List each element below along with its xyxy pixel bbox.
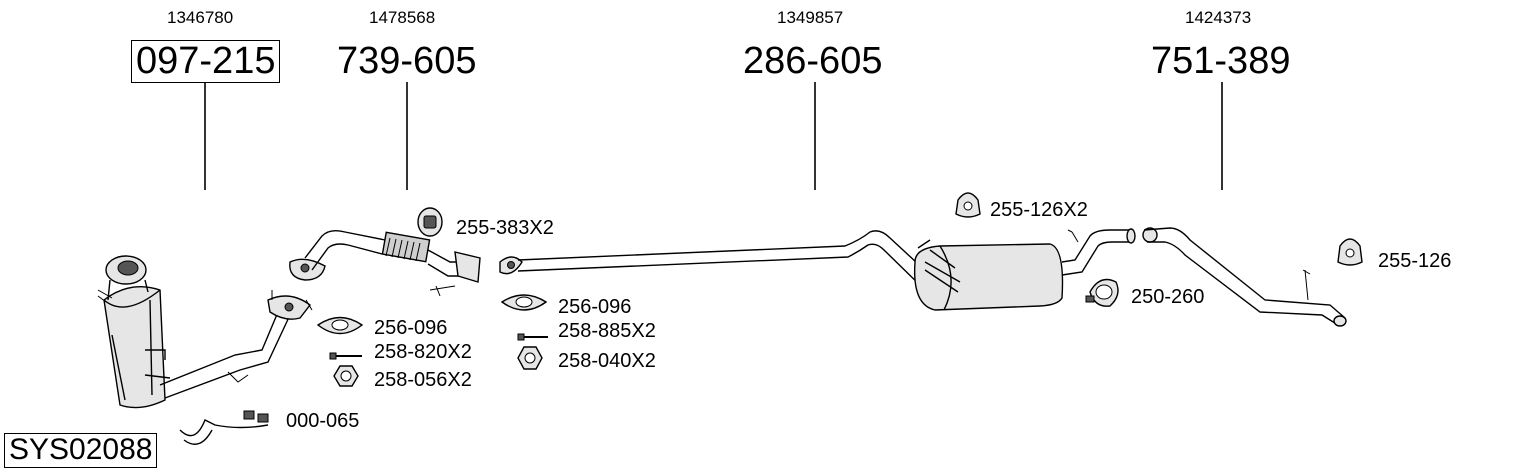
part-number-739-605[interactable]: 739-605 [337,40,477,82]
rubber-mount-front-icon [417,207,443,237]
label-clamp[interactable]: 250-260 [1131,286,1205,308]
oe-number-4: 1424373 [1185,8,1252,27]
part-number-097-215[interactable]: 097-215 [131,40,281,83]
nut-b-icon [517,346,543,370]
sensor-cable [179,410,269,445]
part-number-751-389[interactable]: 751-389 [1151,40,1291,82]
label-gasket-b[interactable]: 256-096 [558,296,632,318]
front-pipe-lower [159,290,313,399]
label-bolt-a[interactable]: 258-820X2 [374,341,472,363]
part-number-286-605[interactable]: 286-605 [743,40,883,82]
middle-pipe [499,230,931,291]
bolt-b-icon [517,333,548,341]
rubber-mount-rear-icon [1337,238,1363,266]
label-nut-a[interactable]: 258-056X2 [374,369,472,391]
label-sensor[interactable]: 000-065 [286,410,360,432]
middle-silencer [913,228,1136,311]
clamp-icon [1085,278,1119,307]
bolt-a-icon [329,352,362,360]
label-rubber-mount-rear[interactable]: 255-126 [1378,250,1452,272]
label-gasket-a[interactable]: 256-096 [374,317,448,339]
label-rubber-mount-front[interactable]: 255-383X2 [456,217,554,239]
front-pipe-flex [289,229,481,297]
oe-number-2: 1478568 [369,8,436,27]
oe-number-1: 1346780 [167,8,234,27]
oe-number-3: 1349857 [777,8,844,27]
label-rubber-mount-mid[interactable]: 255-126X2 [990,199,1088,221]
label-nut-b[interactable]: 258-040X2 [558,350,656,372]
nut-a-icon [333,365,359,387]
label-bolt-b[interactable]: 258-885X2 [558,320,656,342]
rear-pipe [1142,227,1347,327]
rubber-mount-mid-icon [955,192,981,218]
gasket-a-icon [316,316,364,335]
gasket-b-icon [500,294,548,311]
system-code: SYS02088 [4,433,158,468]
particulate-filter [97,255,171,409]
